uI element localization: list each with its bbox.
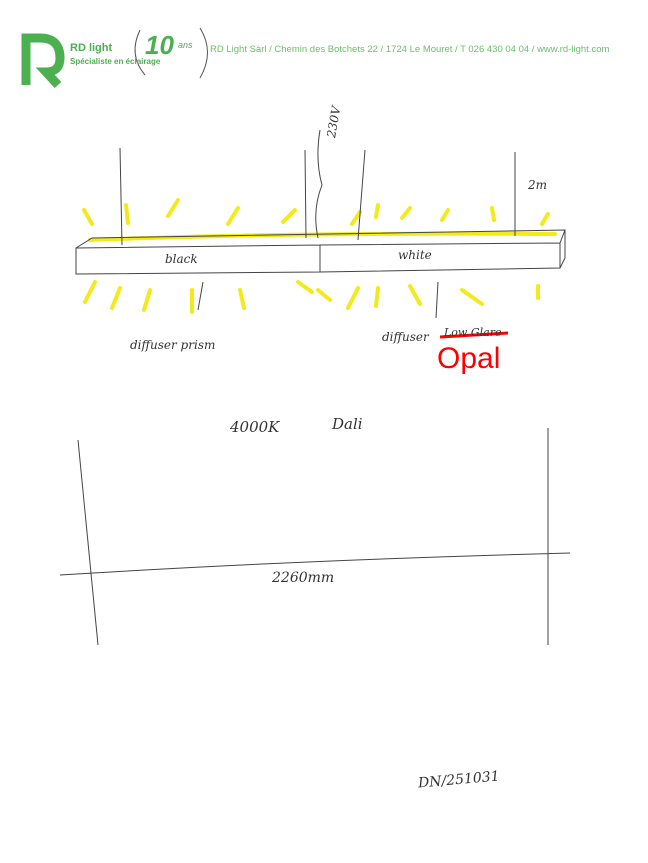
- brand-tagline: Spécialiste en éclairage: [70, 57, 161, 66]
- anniversary-unit: ans: [178, 40, 193, 50]
- struck-diffuser-type: Low Glare: [444, 326, 502, 339]
- control-label: Dali: [332, 415, 363, 433]
- anniversary-badge: 10: [145, 30, 174, 60]
- section-white-label: white: [398, 248, 432, 262]
- luminaire-outline: [59, 129, 571, 646]
- brand-name: RD light: [70, 42, 113, 54]
- length-dimension: 2260mm: [272, 570, 335, 586]
- left-diffuser-label: diffuser prism: [130, 338, 216, 352]
- strikethrough: [439, 331, 509, 339]
- company-address: RD Light Sàrl / Chemin des Botchets 22 /…: [210, 44, 610, 55]
- suspension-label: 2m: [528, 178, 548, 192]
- color-temp-label: 4000K: [230, 418, 280, 436]
- section-black-label: black: [165, 252, 198, 266]
- logo-r-icon: [21, 33, 65, 89]
- right-diffuser-label: diffuser: [382, 330, 429, 344]
- badge-arc: [134, 27, 208, 79]
- correction-opal: Opal: [437, 342, 501, 375]
